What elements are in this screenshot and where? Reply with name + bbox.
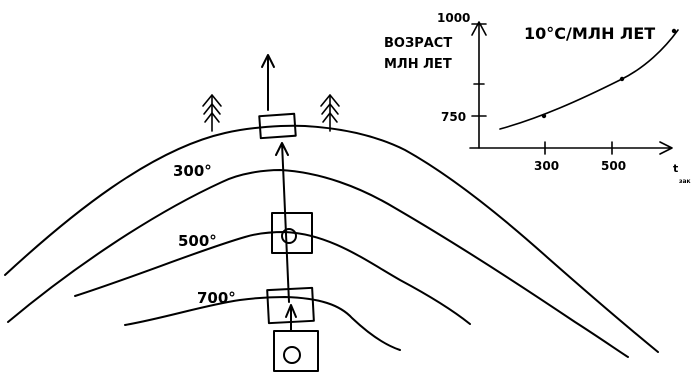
inset-y-tick-label-1000: 1000 (437, 11, 470, 25)
inset-x-axis (470, 142, 672, 154)
inset-x-tick-label-500: 500 (601, 159, 626, 173)
inset-y-axis-label-line1: ВОЗРАСТ (384, 36, 452, 51)
inset-data-point (542, 114, 546, 118)
ground-surface-curve (5, 126, 658, 352)
grain-square-icon (274, 331, 318, 371)
inset-data-point (620, 77, 624, 81)
inset-y-tick-label-750: 750 (441, 110, 466, 124)
inset-x-axis-subscript: зак (679, 178, 691, 185)
tree-icon (203, 95, 221, 131)
inset-chart: ВОЗРАСТ МЛН ЛЕТ 1000 750 300 500 10°C/МЛ… (384, 11, 691, 185)
inset-y-axis (472, 22, 486, 148)
inset-annotation: 10°C/МЛН ЛЕТ (524, 24, 655, 43)
surface-exit-arrow (262, 55, 274, 110)
isotherm-label-300: 300° (173, 162, 212, 180)
inset-y-axis-label-line2: МЛН ЛЕТ (384, 57, 452, 72)
isotherm-label-700: 700° (197, 289, 236, 307)
isotherm-700-curve (125, 297, 400, 350)
tree-icon (321, 95, 339, 131)
inset-data-point (672, 29, 676, 33)
inset-x-tick-label-300: 300 (534, 159, 559, 173)
exhumation-path-line (276, 143, 289, 302)
isotherm-300-curve (8, 170, 628, 357)
inset-trend-curve (500, 30, 678, 129)
inset-x-axis-label: t (673, 162, 678, 175)
isotherm-label-500: 500° (178, 232, 217, 250)
exhumation-path-arrow (286, 305, 296, 330)
